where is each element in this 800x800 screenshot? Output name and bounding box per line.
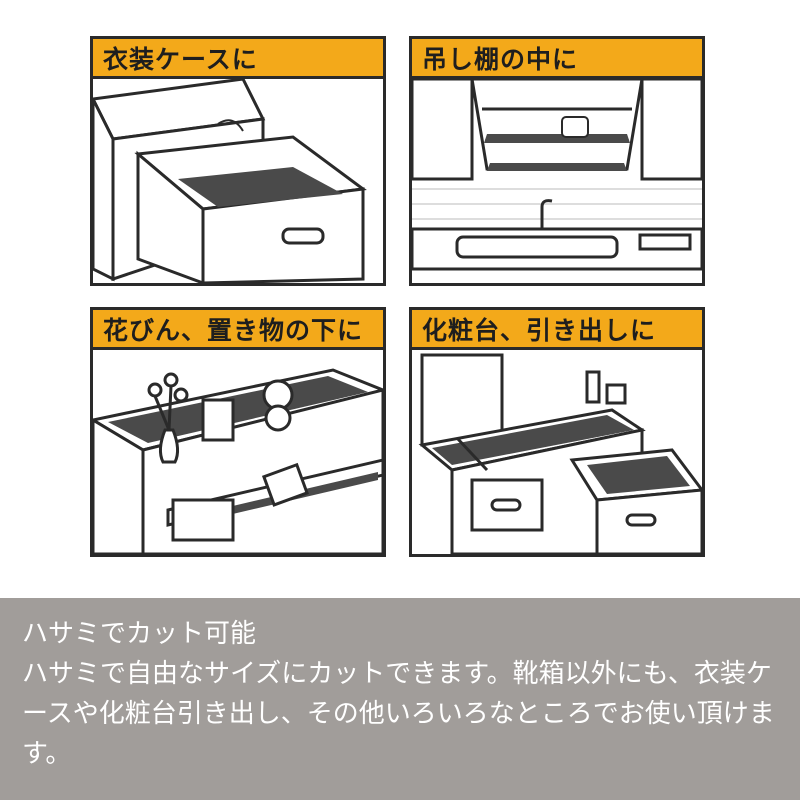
panel-title: 吊し棚の中に	[412, 39, 702, 79]
caption-title: ハサミでカット可能	[22, 619, 257, 649]
caption-panel: ハサミでカット可能 ハサミで自由なサイズにカットできます。靴箱以外にも、衣装ケー…	[0, 598, 800, 800]
panel-clothes-case: 衣装ケースに	[90, 36, 386, 286]
storage-drawer-illustration	[93, 79, 367, 283]
dresser-drawer-illustration	[418, 353, 702, 554]
caption-body: ハサミで自由なサイズにカットできます。靴箱以外にも、衣装ケースや化粧台引き出し、…	[22, 659, 775, 769]
shelf-ornaments-illustration	[93, 368, 383, 554]
panel-shelf-ornaments: 花びん、置き物の下に	[90, 307, 386, 557]
panel-title: 化粧台、引き出しに	[412, 310, 702, 350]
kitchen-cupboard-illustration	[412, 79, 702, 271]
panel-kitchen-cupboard: 吊し棚の中に	[409, 36, 705, 286]
panel-title: 花びん、置き物の下に	[93, 310, 383, 350]
panel-title: 衣装ケースに	[93, 39, 383, 79]
panel-dresser-drawer: 化粧台、引き出しに	[409, 307, 705, 557]
